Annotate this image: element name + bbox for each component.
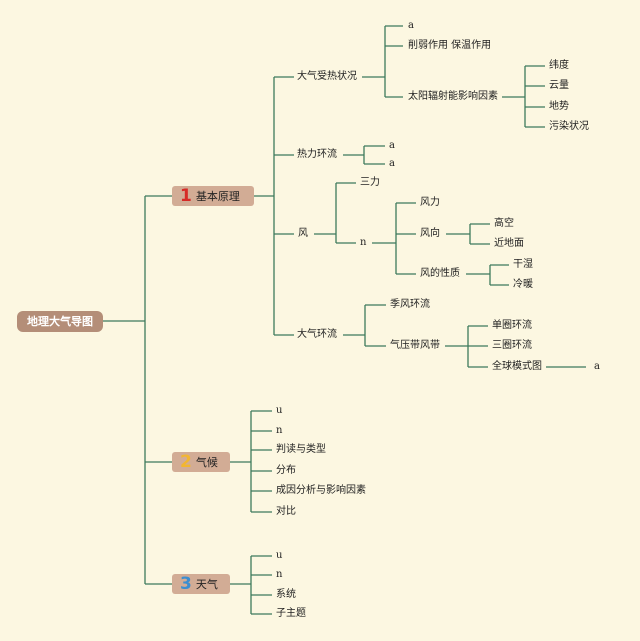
node-a-2[interactable]: a	[389, 140, 395, 151]
node-atmos-circulation[interactable]: 大气环流	[297, 329, 337, 340]
node-atmos-heating[interactable]: 大气受热状况	[297, 71, 357, 82]
node-pressure-belts[interactable]: 气压带风带	[390, 340, 440, 351]
node-systems[interactable]: 系统	[276, 589, 296, 600]
node-weaken-insulate[interactable]: 削弱作用 保温作用	[408, 40, 492, 51]
branch-number-3: 3	[180, 574, 192, 594]
node-compare[interactable]: 对比	[276, 506, 296, 517]
node-a-4[interactable]: a	[594, 361, 600, 372]
node-terrain[interactable]: 地势	[549, 101, 569, 112]
node-single-cell[interactable]: 单圈环流	[492, 320, 532, 331]
node-subtopic[interactable]: 子主题	[276, 608, 306, 619]
node-high-altitude[interactable]: 高空	[494, 218, 514, 229]
node-wind-force[interactable]: 风力	[420, 197, 440, 208]
node-climate-u[interactable]: u	[276, 405, 283, 416]
branch-label-2: 气候	[195, 456, 218, 469]
node-solar-factors[interactable]: 太阳辐射能影响因素	[408, 91, 498, 102]
node-latitude[interactable]: 纬度	[549, 60, 569, 71]
node-wind[interactable]: 风	[298, 228, 308, 239]
node-interpret-types[interactable]: 判读与类型	[276, 444, 326, 455]
root-node[interactable]: 地理大气导图	[17, 311, 103, 332]
node-wind-direction[interactable]: 风向	[420, 228, 440, 239]
node-global-model[interactable]: 全球模式图	[492, 361, 542, 372]
branch-label-1: 基本原理	[195, 190, 240, 203]
branch-label-3: 天气	[195, 578, 218, 591]
node-weather-u[interactable]: u	[276, 550, 283, 561]
node-three-cell[interactable]: 三圈环流	[492, 340, 532, 351]
node-dry-wet[interactable]: 干湿	[513, 259, 533, 270]
node-three-forces[interactable]: 三力	[360, 177, 380, 188]
node-distribution[interactable]: 分布	[276, 465, 296, 476]
node-near-ground[interactable]: 近地面	[494, 238, 524, 249]
node-thermal-circulation[interactable]: 热力环流	[297, 149, 337, 160]
node-cloud[interactable]: 云量	[549, 80, 569, 91]
node-a-1[interactable]: a	[408, 20, 414, 31]
node-cold-warm[interactable]: 冷暖	[513, 279, 533, 290]
node-cause-analysis[interactable]: 成因分析与影响因素	[276, 485, 366, 496]
node-climate-n[interactable]: n	[276, 425, 283, 436]
branch-number-1: 1	[180, 186, 192, 206]
node-weather-n[interactable]: n	[276, 569, 283, 580]
node-wind-nature[interactable]: 风的性质	[420, 268, 460, 279]
node-pollution[interactable]: 污染状况	[549, 121, 589, 132]
branch-number-2: 2	[180, 452, 192, 472]
node-a-3[interactable]: a	[389, 158, 395, 169]
node-monsoon[interactable]: 季风环流	[390, 299, 430, 310]
node-n-1[interactable]: n	[360, 237, 367, 248]
